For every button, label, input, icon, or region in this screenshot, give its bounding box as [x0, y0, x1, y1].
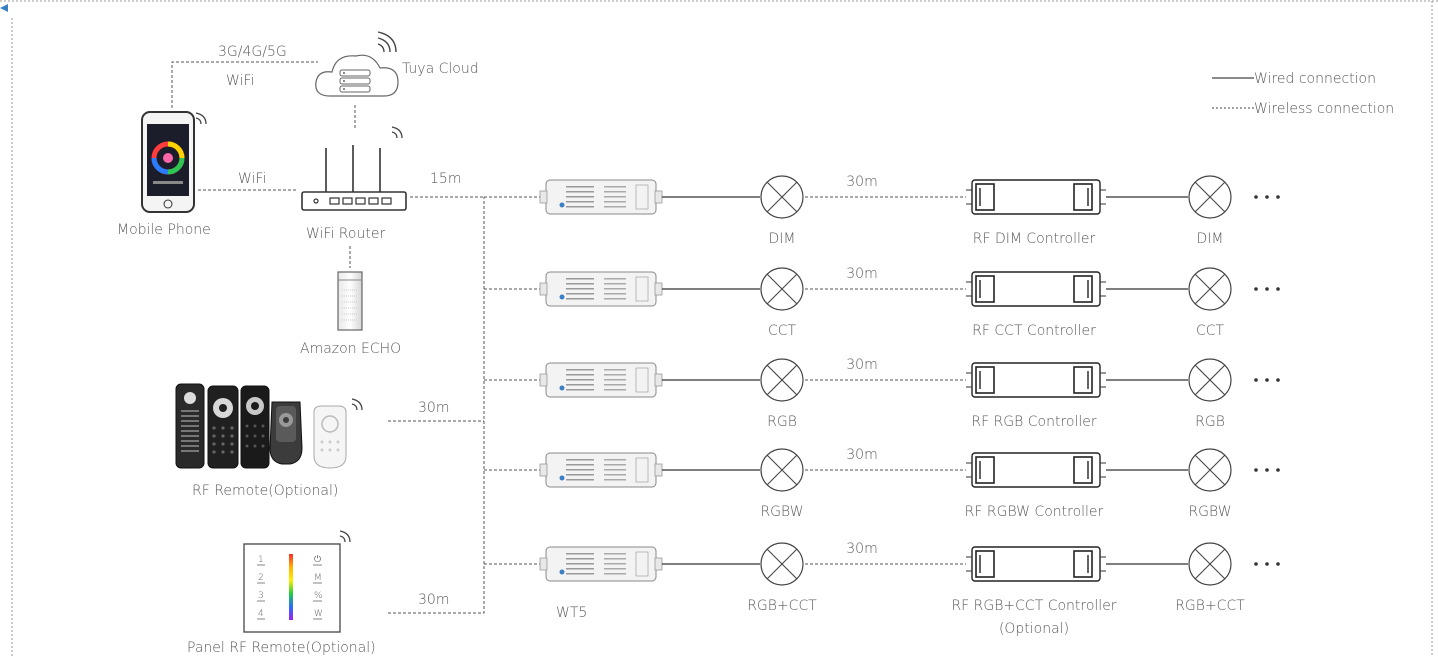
panel-signal-icon — [339, 530, 351, 543]
lamp-icon — [1188, 175, 1232, 219]
panel-key: W — [314, 609, 323, 619]
cloud-signal-icon — [377, 31, 397, 53]
cloud-label: Tuya Cloud — [402, 61, 479, 77]
panel-right-keys: ⏻ M % W — [314, 554, 323, 619]
rf-controller-label: RF RGB Controller — [971, 414, 1097, 430]
lamp-icon — [1188, 542, 1232, 586]
rf-distance-label: 30m — [846, 266, 877, 282]
router-label: WiFi Router — [306, 226, 385, 242]
amazon-echo-icon — [337, 271, 363, 331]
lamp-icon — [1188, 358, 1232, 402]
phone-signal-icon — [195, 112, 207, 125]
lamp-icon — [1188, 267, 1232, 311]
lamp-type-label: RGB — [767, 414, 797, 430]
controller-row: RGB 30m RF RGB Controller RGB — [484, 357, 1280, 430]
rf-controller-note: (Optional) — [999, 621, 1069, 637]
panel-key: M — [314, 573, 322, 583]
controller-rows: DIM 30m RF DIM Controller DIM CCT 30m RF CCT C… — [484, 174, 1280, 637]
rf-distance-label: 30m — [846, 174, 877, 190]
phone-label: Mobile Phone — [117, 222, 211, 238]
lamp-icon — [760, 175, 804, 219]
lamp-icon — [760, 542, 804, 586]
lamp-type-label: RGBW — [760, 504, 803, 520]
continuation-ellipsis — [1254, 287, 1280, 291]
lamp-type-label: CCT — [768, 323, 797, 339]
rf-controller-icon — [966, 452, 1106, 488]
wt5-controller-icon — [539, 362, 663, 398]
continuation-ellipsis — [1254, 378, 1280, 382]
cloud-icon — [315, 54, 399, 97]
lamp-type-label: RGBW — [1188, 504, 1231, 520]
panel-key-underlines — [257, 564, 322, 620]
rf-distance-label: 30m — [846, 357, 877, 373]
continuation-ellipsis — [1254, 195, 1280, 199]
panel-label: Panel RF Remote(Optional) — [187, 640, 376, 656]
legend: Wired connection Wireless connection — [1212, 71, 1394, 117]
lamp-type-label: DIM — [769, 231, 796, 247]
rf-distance-label: 30m — [846, 541, 877, 557]
lamp-type-label: CCT — [1196, 323, 1225, 339]
lamp-type-label: RGB+CCT — [747, 598, 817, 614]
panel-key: 3 — [258, 591, 264, 601]
rf-controller-icon — [966, 362, 1106, 398]
rf-controller-icon — [966, 546, 1106, 582]
wifi-top-label: WiFi — [226, 73, 254, 89]
rf-controller-label: RF RGBW Controller — [965, 504, 1104, 520]
router-signal-icon — [391, 126, 403, 139]
controller-row: DIM 30m RF DIM Controller DIM — [484, 174, 1280, 247]
controller-row: RGBW 30m RF RGBW Controller RGBW — [484, 447, 1280, 520]
panel-key: % — [314, 591, 323, 601]
panel-distance-label: 30m — [418, 592, 449, 608]
lamp-type-label: RGB — [1195, 414, 1225, 430]
panel-key: 1 — [258, 555, 264, 565]
remote-signal-icon — [351, 398, 363, 411]
router-distance-label: 15m — [430, 171, 461, 187]
rf-controller-label: RF RGB+CCT Controller — [951, 598, 1116, 614]
lamp-icon — [760, 448, 804, 492]
wt5-controller-icon — [539, 546, 663, 582]
wt5-label: WT5 — [556, 605, 587, 621]
lamp-icon — [1188, 448, 1232, 492]
remote-label: RF Remote(Optional) — [192, 483, 338, 499]
rf-controller-label: RF CCT Controller — [972, 323, 1096, 339]
panel-key: 2 — [258, 573, 264, 583]
network-label: 3G/4G/5G — [218, 44, 287, 60]
panel-key: 4 — [258, 609, 264, 619]
wifi-mid-label: WiFi — [238, 171, 266, 187]
wt5-controller-icon — [539, 271, 663, 307]
panel-key: ⏻ — [314, 554, 321, 565]
panel-bus-link — [388, 197, 485, 614]
lamp-icon — [760, 267, 804, 311]
legend-wireless-label: Wireless connection — [1254, 101, 1394, 117]
wifi-router-icon — [301, 145, 407, 211]
lamp-icon — [760, 358, 804, 402]
panel-left-keys: 1 2 3 4 — [258, 555, 264, 619]
rf-controller-label: RF DIM Controller — [973, 231, 1096, 247]
continuation-ellipsis — [1254, 468, 1280, 472]
mobile-phone-icon — [141, 111, 195, 213]
controller-row: CCT 30m RF CCT Controller CCT — [484, 266, 1280, 339]
controller-row: RGB+CCT 30m RF RGB+CCT Controller (Optional… — [484, 541, 1280, 637]
lamp-type-label: DIM — [1197, 231, 1224, 247]
corner-marker — [0, 4, 8, 12]
wt5-controller-icon — [539, 452, 663, 488]
rf-controller-icon — [966, 271, 1106, 307]
rf-controller-icon — [966, 179, 1106, 215]
wt5-controller-icon — [539, 179, 663, 215]
phone-cloud-link — [171, 61, 318, 108]
rf-remote-group-icon — [175, 383, 347, 469]
echo-label: Amazon ECHO — [300, 341, 401, 357]
panel-remote-icon — [243, 543, 341, 633]
continuation-ellipsis — [1254, 562, 1280, 566]
legend-wired-label: Wired connection — [1254, 71, 1376, 87]
lamp-type-label: RGB+CCT — [1175, 598, 1245, 614]
remote-distance-label: 30m — [418, 400, 449, 416]
rf-distance-label: 30m — [846, 447, 877, 463]
